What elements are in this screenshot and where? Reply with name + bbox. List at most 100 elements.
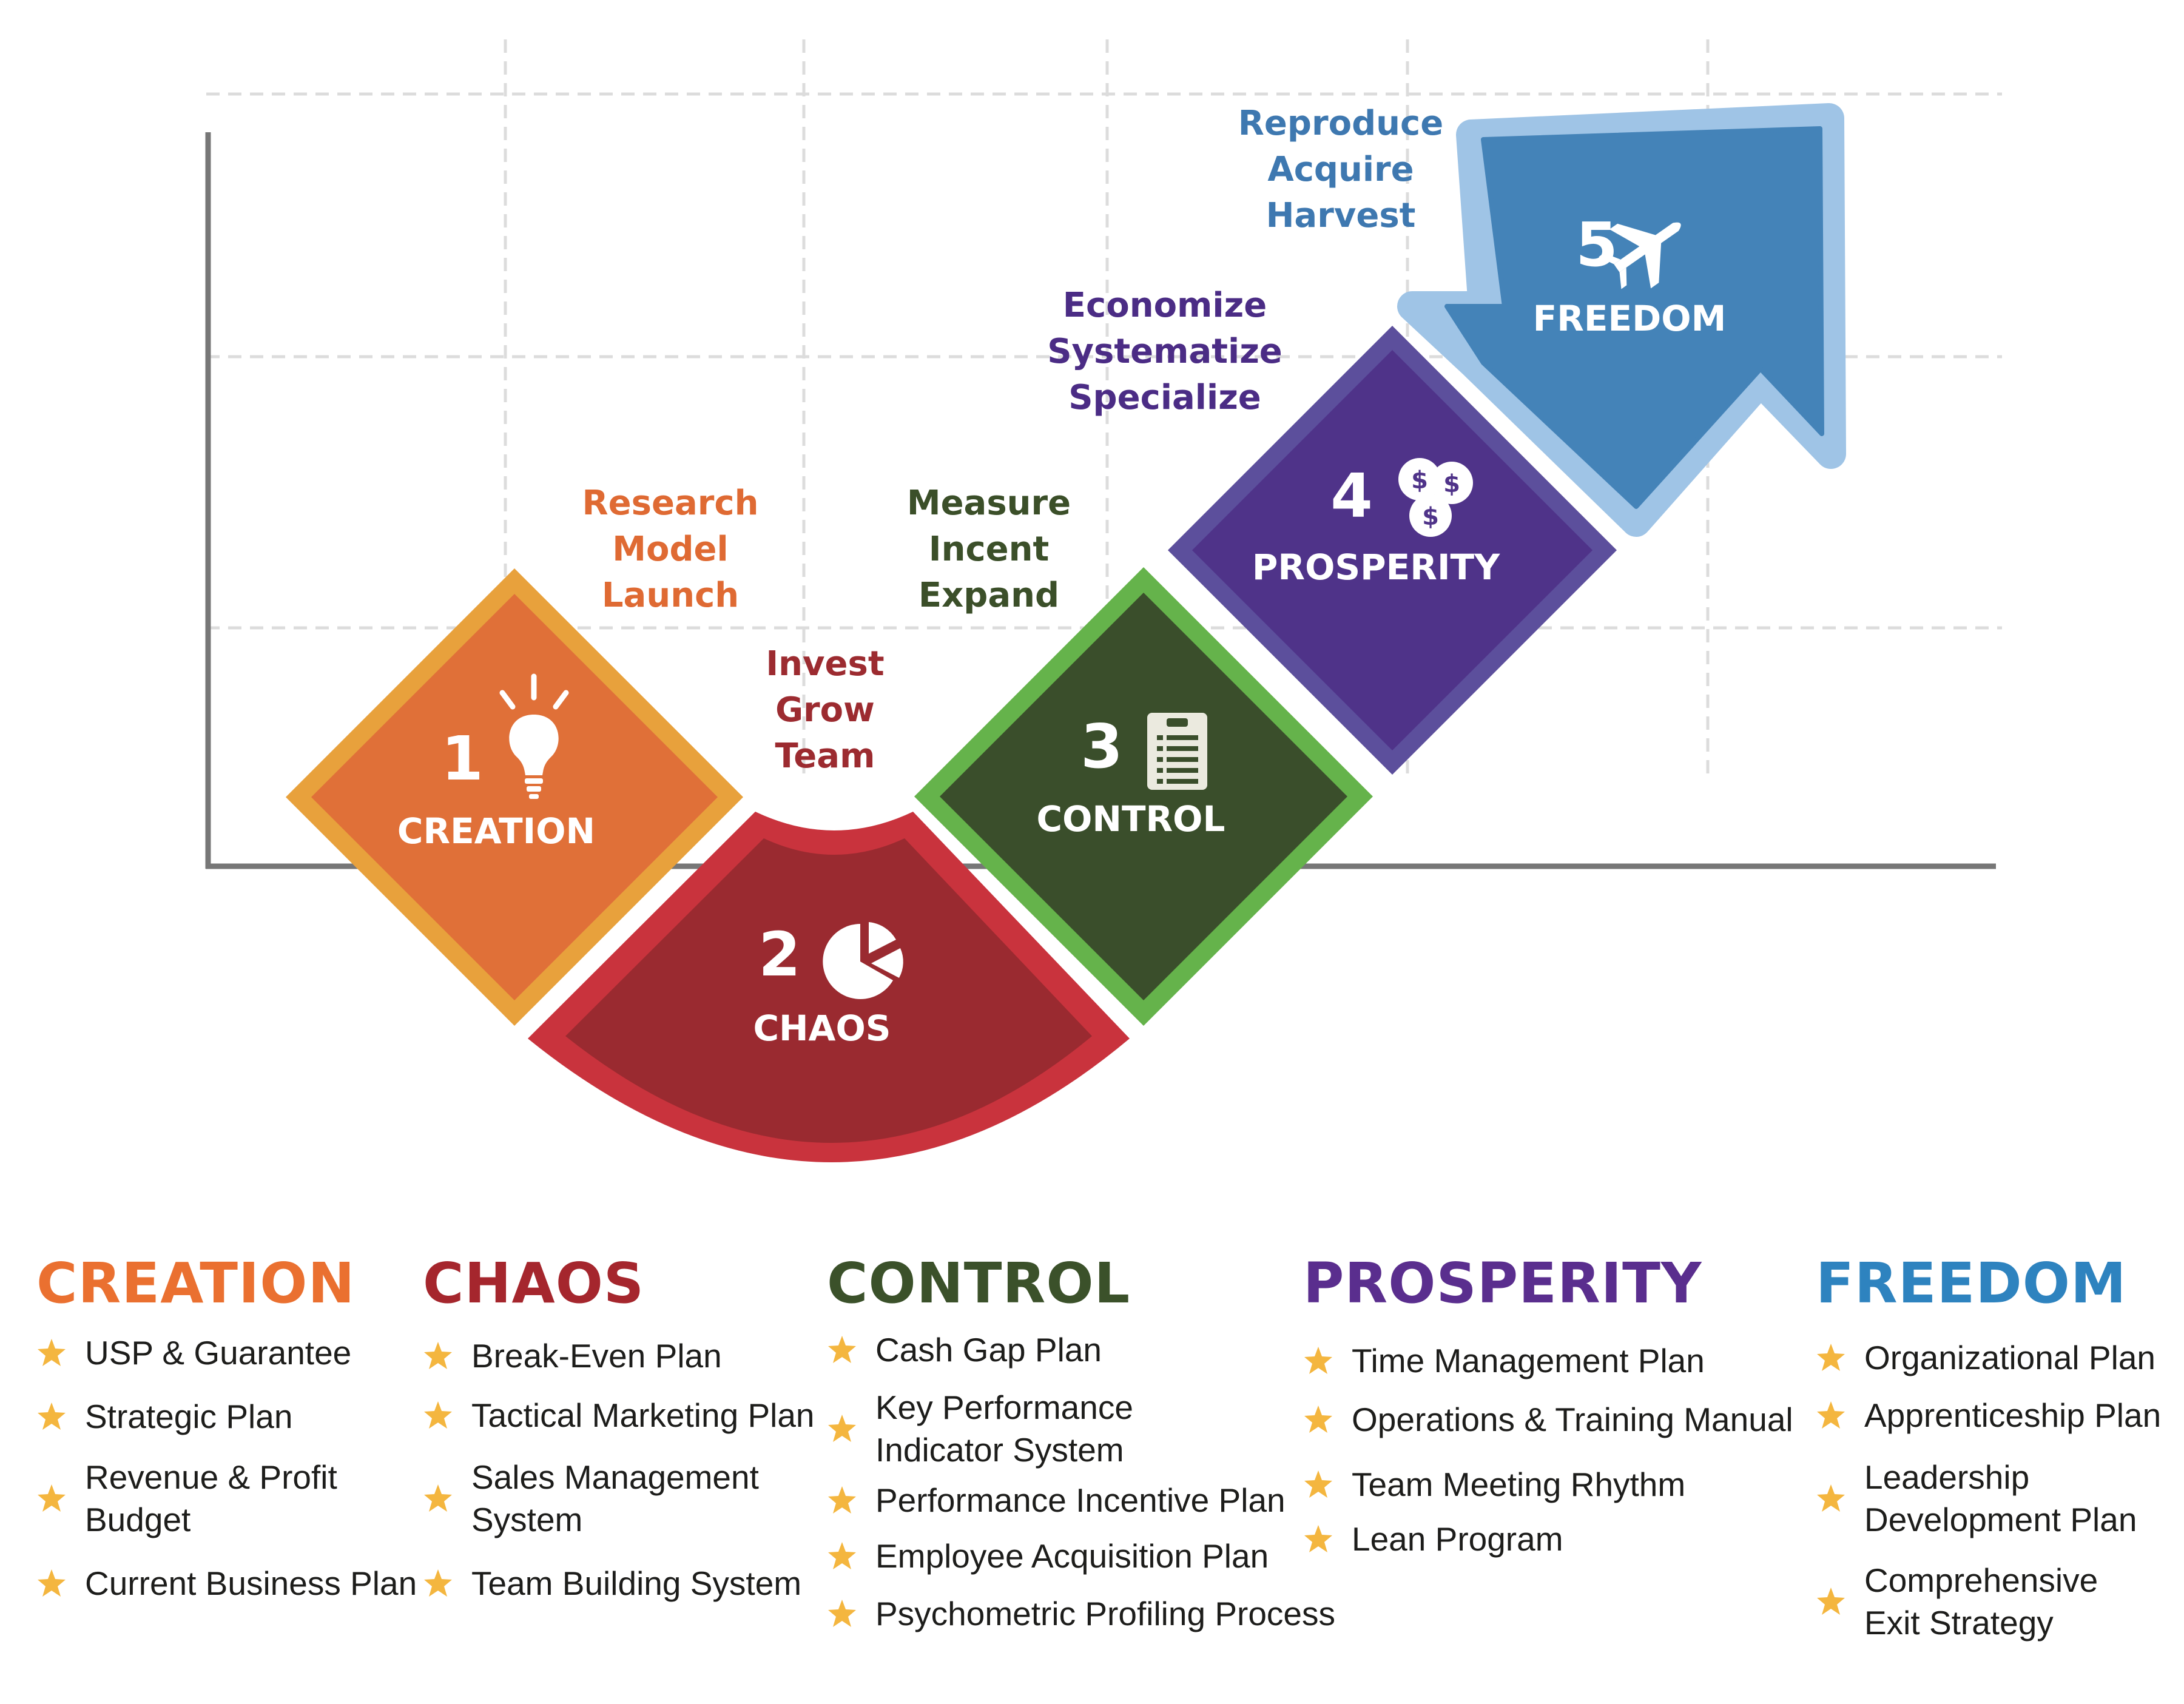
stage-5-freedom: 5 FREEDOM (1397, 103, 1846, 537)
list-item-line: Lean Program (1352, 1520, 1563, 1558)
stage-4-prosperity: $ $ $ 4 PROSPERITY (1168, 326, 1617, 775)
star-icon (1304, 1347, 1332, 1374)
list-item-text: Apprenticeship Plan (1864, 1394, 2161, 1436)
star-icon (828, 1486, 856, 1514)
star-icon (424, 1342, 452, 1369)
list-item-line: Apprenticeship Plan (1864, 1396, 2162, 1434)
stage-4-number: 4 (1330, 460, 1373, 531)
prosperity-diamond (1192, 350, 1592, 750)
star-icon (828, 1600, 856, 1627)
star-icon (1817, 1401, 1845, 1429)
control-action-3: Expand (918, 576, 1059, 615)
stage-1-number: 1 (441, 723, 484, 794)
star-icon (424, 1401, 452, 1429)
star-icon (38, 1484, 66, 1512)
stage-3-control: 3 CONTROL (914, 567, 1373, 1026)
growth-stages-diagram: 5 FREEDOM $ $ $ 4 PROSPERITY (205, 39, 2002, 1162)
list-item-line: Budget (85, 1501, 191, 1538)
list-item-text: Tactical Marketing Plan (471, 1394, 815, 1436)
creation-column-title: CREATION (36, 1251, 356, 1316)
freedom-column-title: FREEDOM (1816, 1251, 2127, 1316)
list-item-line: Organizational Plan (1864, 1339, 2156, 1376)
stage-2-label: CHAOS (753, 1008, 891, 1049)
list-item-line: Revenue & Profit (85, 1458, 337, 1496)
stage-5-number: 5 (1576, 209, 1618, 280)
list-item-line: Performance Incentive Plan (875, 1481, 1286, 1519)
creation-action-2: Model (612, 530, 728, 569)
list-item-line: Cash Gap Plan (875, 1331, 1102, 1369)
airplane-icon (1599, 222, 1681, 289)
freedom-action-1: Reproduce (1238, 104, 1443, 143)
control-diamond (940, 593, 1347, 1000)
star-icon (38, 1339, 66, 1366)
list-item-line: Development Plan (1864, 1501, 2137, 1538)
list-item-line: Sales Management (471, 1458, 759, 1496)
list-item-text: Lean Program (1352, 1518, 1563, 1560)
prosperity-action-1: Economize (1063, 286, 1267, 325)
creation-action-1: Research (582, 483, 759, 523)
chaos-action-3: Team (775, 736, 875, 776)
list-item-text: Current Business Plan (85, 1562, 417, 1605)
list-item-text: Time Management Plan (1352, 1339, 1705, 1382)
chaos-actions: Invest Grow Team (766, 644, 884, 776)
star-icon (38, 1569, 66, 1597)
star-icon (1304, 1525, 1332, 1552)
list-item-line: Indicator System (875, 1431, 1124, 1469)
list-item-line: Tactical Marketing Plan (471, 1396, 815, 1434)
stage-1-label: CREATION (397, 810, 595, 852)
svg-text:$: $ (1443, 470, 1460, 498)
star-icon (1304, 1406, 1332, 1433)
list-item-text: Team Meeting Rhythm (1352, 1463, 1685, 1506)
list-item-line: Leadership (1864, 1458, 2030, 1496)
star-icon (1817, 1588, 1845, 1615)
control-action-1: Measure (907, 483, 1071, 523)
list-item-line: Exit Strategy (1864, 1604, 2054, 1642)
stage-2-number: 2 (758, 919, 801, 990)
list-item-text: Performance Incentive Plan (875, 1479, 1286, 1521)
stage-2-chaos: 2 CHAOS (528, 812, 1130, 1162)
list-item-line: Break-Even Plan (471, 1337, 722, 1375)
star-icon (828, 1542, 856, 1569)
chaos-arc (565, 838, 1092, 1143)
pie-chart-icon (823, 922, 903, 999)
list-item-line: Strategic Plan (85, 1398, 293, 1435)
creation-actions: Research Model Launch (582, 483, 759, 615)
list-item-line: USP & Guarantee (85, 1334, 352, 1372)
list-item-line: Team Meeting Rhythm (1352, 1466, 1686, 1503)
chaos-action-2: Grow (775, 690, 875, 730)
list-item-line: Psychometric Profiling Process (875, 1595, 1336, 1632)
coins-icon: $ $ $ (1398, 458, 1473, 537)
list-item-line: Comprehensive (1864, 1561, 2098, 1599)
list-item-text: Operations & Training Manual (1352, 1398, 1793, 1441)
star-icon (1304, 1470, 1332, 1498)
star-icon (1817, 1344, 1845, 1371)
freedom-action-3: Harvest (1266, 196, 1416, 235)
stage-3-number: 3 (1080, 711, 1123, 782)
creation-action-3: Launch (602, 576, 739, 615)
prosperity-actions: Economize Systematize Specialize (1047, 286, 1282, 417)
control-actions: Measure Incent Expand (907, 483, 1071, 615)
list-item-line: Team Building System (471, 1564, 802, 1602)
lightbulb-icon (499, 673, 569, 799)
chaos-action-1: Invest (766, 644, 884, 684)
freedom-arrow (1444, 126, 1824, 509)
star-icon (1817, 1484, 1845, 1512)
stage-5-label: FREEDOM (1533, 298, 1727, 339)
list-item-line: Employee Acquisition Plan (875, 1537, 1269, 1575)
checklist-icon (1147, 713, 1207, 790)
list-item-text: Team Building System (471, 1562, 801, 1605)
list-item-line: Key Performance (875, 1389, 1133, 1426)
star-icon (828, 1415, 856, 1442)
freedom-actions: Reproduce Acquire Harvest (1238, 104, 1443, 235)
list-item-text: Organizational Plan (1864, 1336, 2155, 1379)
list-item-text: Employee Acquisition Plan (875, 1535, 1269, 1577)
